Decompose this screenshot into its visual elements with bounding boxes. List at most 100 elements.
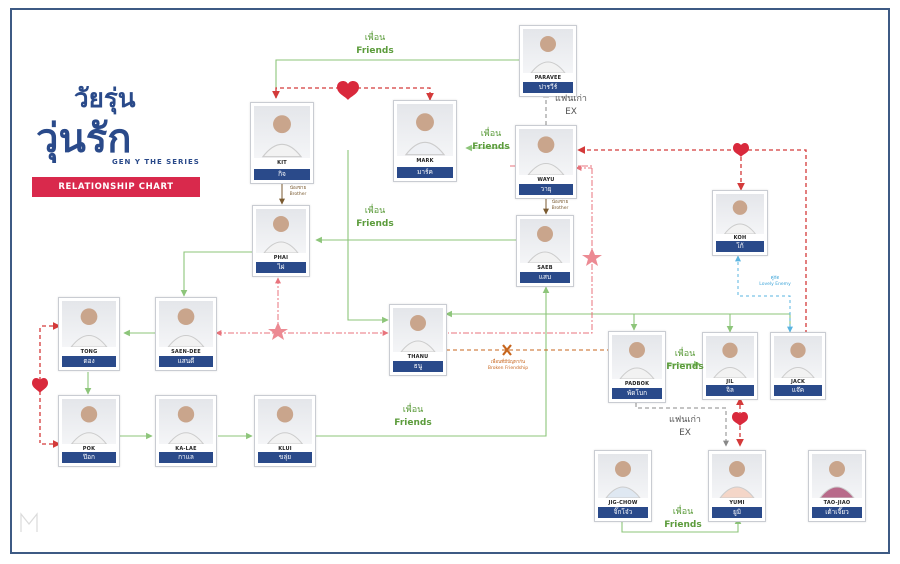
logo-subtitle: GEN Y THE SERIES [112, 158, 200, 166]
photo [254, 106, 310, 158]
character-name-th: ขลุ่ย [258, 452, 312, 463]
photo [62, 301, 116, 347]
card-phai[interactable]: PHAI ไผ่ [252, 205, 310, 277]
friends-label: เพื่อน Friends [356, 206, 394, 229]
friends-label: เพื่อน Friends [472, 129, 510, 152]
card-ka-lae[interactable]: KA-LAE กาแล [155, 395, 217, 467]
photo [159, 301, 213, 347]
photo [159, 399, 213, 444]
brother-label: น้องชาย Brother [551, 200, 569, 211]
character-name-en: KLUI [278, 446, 292, 452]
character-name-en: JIG-CHOW [608, 500, 638, 506]
photo [812, 454, 862, 498]
character-name-th: เต้าเจี๊ยว [812, 507, 862, 518]
photo [520, 219, 570, 263]
person-icon [530, 36, 566, 73]
person-icon [400, 315, 436, 352]
character-name-th: จิ๊กโจ๋ว [598, 507, 648, 518]
character-name-en: THANU [407, 354, 429, 360]
person-icon [527, 136, 565, 175]
person-icon [266, 406, 304, 444]
character-name-th: ป๊อก [62, 452, 116, 463]
character-name-th: มาร์ค [397, 167, 453, 178]
person-icon [619, 342, 655, 379]
character-name-th: ยูมิ [712, 507, 762, 518]
card-kit[interactable]: KIT กิจ [250, 102, 314, 184]
card-saeb[interactable]: SAEB แสบ [516, 215, 574, 287]
photo [774, 336, 822, 378]
character-name-th: กาแล [159, 452, 213, 463]
character-name-th: วายุ [519, 184, 573, 195]
person-icon [819, 461, 855, 498]
card-koh[interactable]: KOH โก้ [712, 190, 768, 256]
friends-label: เพื่อน Friends [664, 507, 702, 530]
character-name-en: JIL [726, 379, 734, 385]
ex-label: แฟนเก่า EX [555, 94, 587, 117]
character-name-en: POK [82, 446, 96, 452]
person-icon [70, 308, 108, 347]
person-icon [781, 342, 815, 378]
person-icon [713, 342, 747, 378]
broken-x-icon [502, 344, 512, 356]
person-icon [261, 115, 303, 158]
person-icon [723, 200, 757, 234]
card-saen-dee[interactable]: SAEN-DEE แสนดี [155, 297, 217, 371]
card-tao-jiao[interactable]: TAO-JIAO เต้าเจี๊ยว [808, 450, 866, 522]
character-name-th: แจ๊ค [774, 385, 822, 396]
character-name-en: PARAVEE [534, 75, 562, 81]
card-pok[interactable]: POK ป๊อก [58, 395, 120, 467]
character-name-en: PADBOK [624, 381, 650, 387]
character-name-en: WAYU [537, 177, 555, 183]
character-name-en: MARK [416, 158, 434, 164]
character-name-en: JACK [790, 379, 806, 385]
photo [706, 336, 754, 378]
logo-title-line2: วุ่นรัก [36, 115, 132, 162]
card-klui[interactable]: KLUI ขลุ่ย [254, 395, 316, 467]
photo [712, 454, 762, 498]
photo [397, 104, 453, 156]
card-tong[interactable]: TONG ตอง [58, 297, 120, 371]
character-name-th: จิล [706, 385, 754, 396]
card-paravee[interactable]: PARAVEE ปารวีร์ [519, 25, 577, 97]
card-thanu[interactable]: THANU ธนู [389, 304, 447, 376]
character-name-en: KOH [733, 235, 747, 241]
character-name-en: PHAI [273, 255, 289, 261]
character-name-en: SAEB [537, 265, 553, 271]
character-name-th: แสนดี [159, 356, 213, 367]
photo [62, 399, 116, 444]
character-name-en: TAO-JIAO [823, 500, 851, 506]
friends-label: เพื่อน Friends [394, 405, 432, 428]
card-jig-chow[interactable]: JIG-CHOW จิ๊กโจ๋ว [594, 450, 652, 522]
person-icon [404, 113, 446, 156]
card-mark[interactable]: MARK มาร์ค [393, 100, 457, 182]
character-name-th: แสบ [520, 272, 570, 283]
character-name-en: KIT [277, 160, 287, 166]
card-jack[interactable]: JACK แจ๊ค [770, 332, 826, 400]
card-jil[interactable]: JIL จิล [702, 332, 758, 400]
person-icon [167, 406, 205, 444]
star-icon [268, 322, 288, 340]
photo [598, 454, 648, 498]
card-wayu[interactable]: WAYU วายุ [515, 125, 577, 199]
person-icon [263, 216, 299, 253]
character-name-en: TONG [80, 349, 98, 355]
character-name-en: SAEN-DEE [171, 349, 201, 355]
lovely-enemy-label: คู่กัด Lovely Enemy [759, 276, 791, 287]
star-icon [582, 248, 602, 266]
heart-icon [733, 143, 749, 157]
character-name-en: YUMI [729, 500, 745, 506]
character-name-th: ไผ่ [256, 262, 306, 273]
photo [523, 29, 573, 73]
heart-icon [732, 412, 748, 426]
heart-icon [337, 81, 359, 100]
card-padbok[interactable]: PADBOK พัดโบก [608, 331, 666, 403]
brother-label: น้องชาย Brother [289, 186, 307, 197]
character-name-th: ธนู [393, 361, 443, 372]
series-logo: วัยรุ่น วุ่นรัก GEN Y THE SERIES RELATIO… [30, 70, 205, 200]
ex-label: แฟนเก่า EX [669, 415, 701, 438]
photo [716, 194, 764, 234]
card-yumi[interactable]: YUMI ยูมิ [708, 450, 766, 522]
watermark-logo [20, 512, 38, 532]
photo [256, 209, 306, 253]
